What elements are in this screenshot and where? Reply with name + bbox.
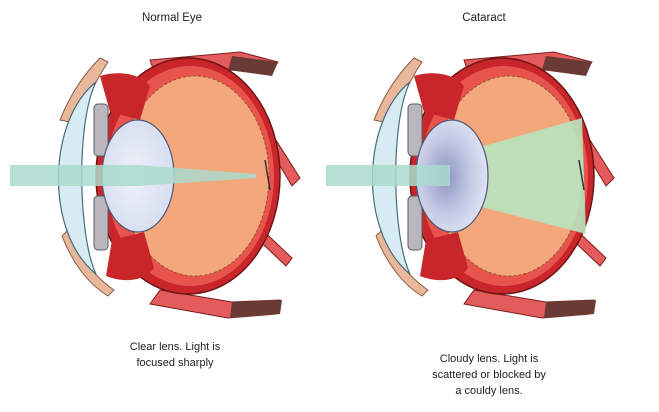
upper-muscle-tendon bbox=[228, 56, 278, 76]
lower-muscle-tendon bbox=[544, 300, 596, 318]
iris-lower bbox=[94, 196, 108, 250]
caption-line: Cloudy lens. Light is bbox=[379, 352, 599, 368]
upper-muscle-tendon bbox=[542, 56, 592, 76]
iris-upper bbox=[94, 104, 108, 156]
light-beam bbox=[326, 165, 450, 186]
iris-lower bbox=[408, 196, 422, 250]
caption-line: focused sharply bbox=[65, 356, 285, 372]
lower-muscle-tendon bbox=[230, 300, 282, 318]
caption-line: a couldy lens. bbox=[379, 384, 599, 400]
iris-upper bbox=[408, 104, 422, 156]
normal-eye bbox=[10, 52, 300, 318]
caption-line: scattered or blocked by bbox=[379, 368, 599, 384]
cataract-eye bbox=[326, 52, 614, 318]
normal-eye-caption: Clear lens. Light is focused sharply bbox=[65, 340, 285, 372]
caption-line: Clear lens. Light is bbox=[65, 340, 285, 356]
cataract-caption: Cloudy lens. Light is scattered or block… bbox=[379, 352, 599, 400]
